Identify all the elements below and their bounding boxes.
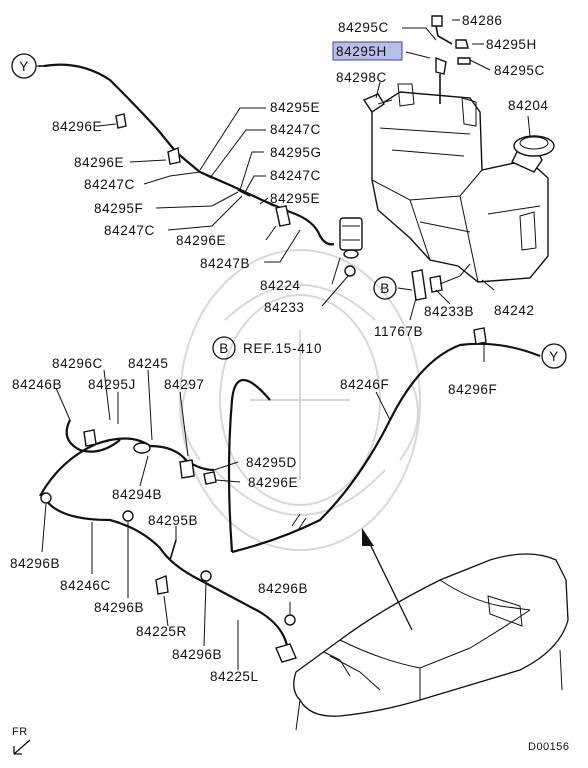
car-outline bbox=[293, 553, 569, 731]
part-84245: 84245 bbox=[128, 356, 169, 371]
washer-tank bbox=[362, 15, 555, 283]
part-84296b-c: 84296B bbox=[258, 581, 308, 596]
part-84295f-a: 84295F bbox=[94, 201, 143, 216]
part-84295e-a: 84295E bbox=[270, 100, 320, 115]
part-84246b: 84246B bbox=[12, 377, 62, 392]
part-84247b: 84247B bbox=[200, 256, 250, 271]
part-84296b-b: 84296B bbox=[94, 600, 144, 615]
part-84298c: 84298C bbox=[336, 70, 387, 85]
location-arrow bbox=[362, 528, 413, 631]
part-84295j: 84295J bbox=[88, 377, 136, 392]
y-left-label: Y bbox=[19, 59, 29, 74]
part-84295c-right: 84295C bbox=[494, 63, 545, 78]
part-84225r: 84225R bbox=[136, 624, 187, 639]
leader-lines bbox=[41, 19, 531, 670]
part-labels: 84295C 84286 84295H 84295H 84295C 84298C… bbox=[10, 13, 549, 684]
part-84295b: 84295B bbox=[148, 513, 198, 528]
part-84296f: 84296F bbox=[448, 382, 497, 397]
part-84225l: 84225L bbox=[210, 669, 259, 684]
part-84295g: 84295G bbox=[270, 145, 322, 160]
y-callout-left: Y bbox=[11, 53, 44, 79]
front-direction-indicator: FR bbox=[12, 726, 31, 755]
part-84296e-d: 84296E bbox=[248, 475, 298, 490]
part-84295c-top: 84295C bbox=[338, 20, 389, 35]
hose-84246f bbox=[227, 327, 541, 554]
part-84246f: 84246F bbox=[340, 377, 389, 392]
part-84297: 84297 bbox=[164, 377, 205, 392]
part-84247c-d: 84247C bbox=[104, 223, 155, 238]
part-84295h: 84295H bbox=[486, 37, 537, 52]
highlight-box bbox=[332, 41, 403, 61]
ref-b-label: B bbox=[219, 341, 229, 356]
part-84286: 84286 bbox=[462, 13, 503, 28]
part-84296b-d: 84296B bbox=[172, 647, 222, 662]
part-84295h-highlight: 84295H bbox=[336, 44, 387, 59]
part-84204: 84204 bbox=[508, 98, 549, 113]
part-84296c: 84296C bbox=[52, 356, 103, 371]
part-84247c-c: 84247C bbox=[84, 177, 135, 192]
y-callout-right: Y bbox=[541, 343, 567, 369]
part-11767b: 11767B bbox=[374, 324, 423, 339]
part-84247c-a: 84247C bbox=[270, 122, 321, 137]
part-84296e-c: 84296E bbox=[176, 233, 226, 248]
ref-text: REF.15-410 bbox=[243, 341, 322, 356]
part-84295e-b: 84295E bbox=[270, 191, 320, 206]
part-84296e-a: 84296E bbox=[52, 119, 102, 134]
drawing-code: D00156 bbox=[528, 741, 570, 753]
part-84246c: 84246C bbox=[60, 578, 111, 593]
part-84295d: 84295D bbox=[246, 455, 297, 470]
part-84294b: 84294B bbox=[112, 487, 162, 502]
part-84247c-b: 84247C bbox=[270, 168, 321, 183]
part-84296e-b: 84296E bbox=[74, 155, 124, 170]
b-callout: B bbox=[373, 276, 397, 300]
watermark-emblem bbox=[179, 249, 421, 551]
callout-b-label: B bbox=[380, 281, 390, 296]
ref-note: B REF.15-410 bbox=[212, 336, 322, 360]
y-right-label: Y bbox=[549, 349, 559, 364]
part-84233b: 84233B bbox=[424, 304, 474, 319]
part-84242: 84242 bbox=[494, 303, 535, 318]
upper-hose bbox=[38, 63, 335, 246]
fr-label: FR bbox=[12, 726, 28, 738]
part-84233: 84233 bbox=[264, 300, 305, 315]
part-84296b-a: 84296B bbox=[10, 556, 60, 571]
washer-pump bbox=[339, 217, 363, 277]
part-84224: 84224 bbox=[260, 278, 301, 293]
level-sensor bbox=[411, 263, 471, 301]
lower-hoses bbox=[39, 419, 297, 663]
